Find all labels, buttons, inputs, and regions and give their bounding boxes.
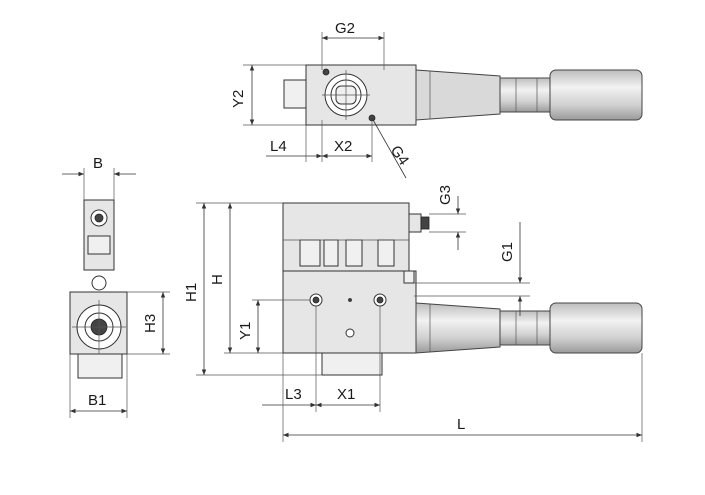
front-view: H1 H Y1 G3 G1 L3 X1 L (183, 185, 643, 442)
front-handle-cone (415, 302, 501, 354)
side-valve (87, 235, 111, 255)
label-l3: L3 (285, 386, 302, 403)
front-handle-neck (499, 310, 551, 346)
front-handle-grip (549, 302, 643, 354)
label-b: B (93, 155, 103, 172)
label-g1: G1 (499, 242, 516, 262)
label-h1: H1 (183, 283, 200, 302)
label-h3: H3 (142, 314, 159, 333)
side-view: B H3 B1 (62, 155, 170, 418)
top-view: G2 Y2 L4 X2 G4 (230, 20, 643, 179)
front-screw-right-core (376, 296, 384, 304)
side-upper-knob-core (94, 213, 104, 223)
label-y1: Y1 (237, 322, 254, 340)
front-lower-body (282, 270, 417, 354)
front-valve-1 (299, 239, 321, 267)
label-b1: B1 (88, 392, 106, 409)
side-upper-port (91, 275, 107, 291)
top-handle-cone (415, 69, 501, 121)
front-valve-4 (377, 239, 395, 267)
top-handle-grip (549, 69, 643, 121)
label-y2: Y2 (230, 90, 247, 108)
front-lower-foot (321, 352, 383, 376)
front-valve-3 (345, 239, 363, 267)
top-handle-neck (499, 77, 551, 113)
front-g1-port (403, 270, 415, 284)
label-g4: G4 (387, 143, 412, 169)
front-g3-fitting (408, 213, 422, 233)
label-x2: X2 (334, 138, 352, 155)
label-g3: G3 (437, 185, 454, 205)
front-center-hole (345, 328, 355, 338)
top-shaft-stub (283, 79, 307, 109)
front-screw-left-core (312, 296, 320, 304)
label-g2: G2 (335, 20, 355, 37)
front-small-dot (348, 298, 352, 302)
top-mount-hole (322, 68, 330, 76)
label-x1: X1 (337, 386, 355, 403)
front-g3-nut (420, 216, 430, 230)
front-valve-2 (323, 239, 339, 267)
label-h: H (209, 274, 226, 285)
side-lower-foot (77, 353, 123, 379)
label-l: L (457, 416, 465, 433)
label-l4: L4 (270, 138, 287, 155)
